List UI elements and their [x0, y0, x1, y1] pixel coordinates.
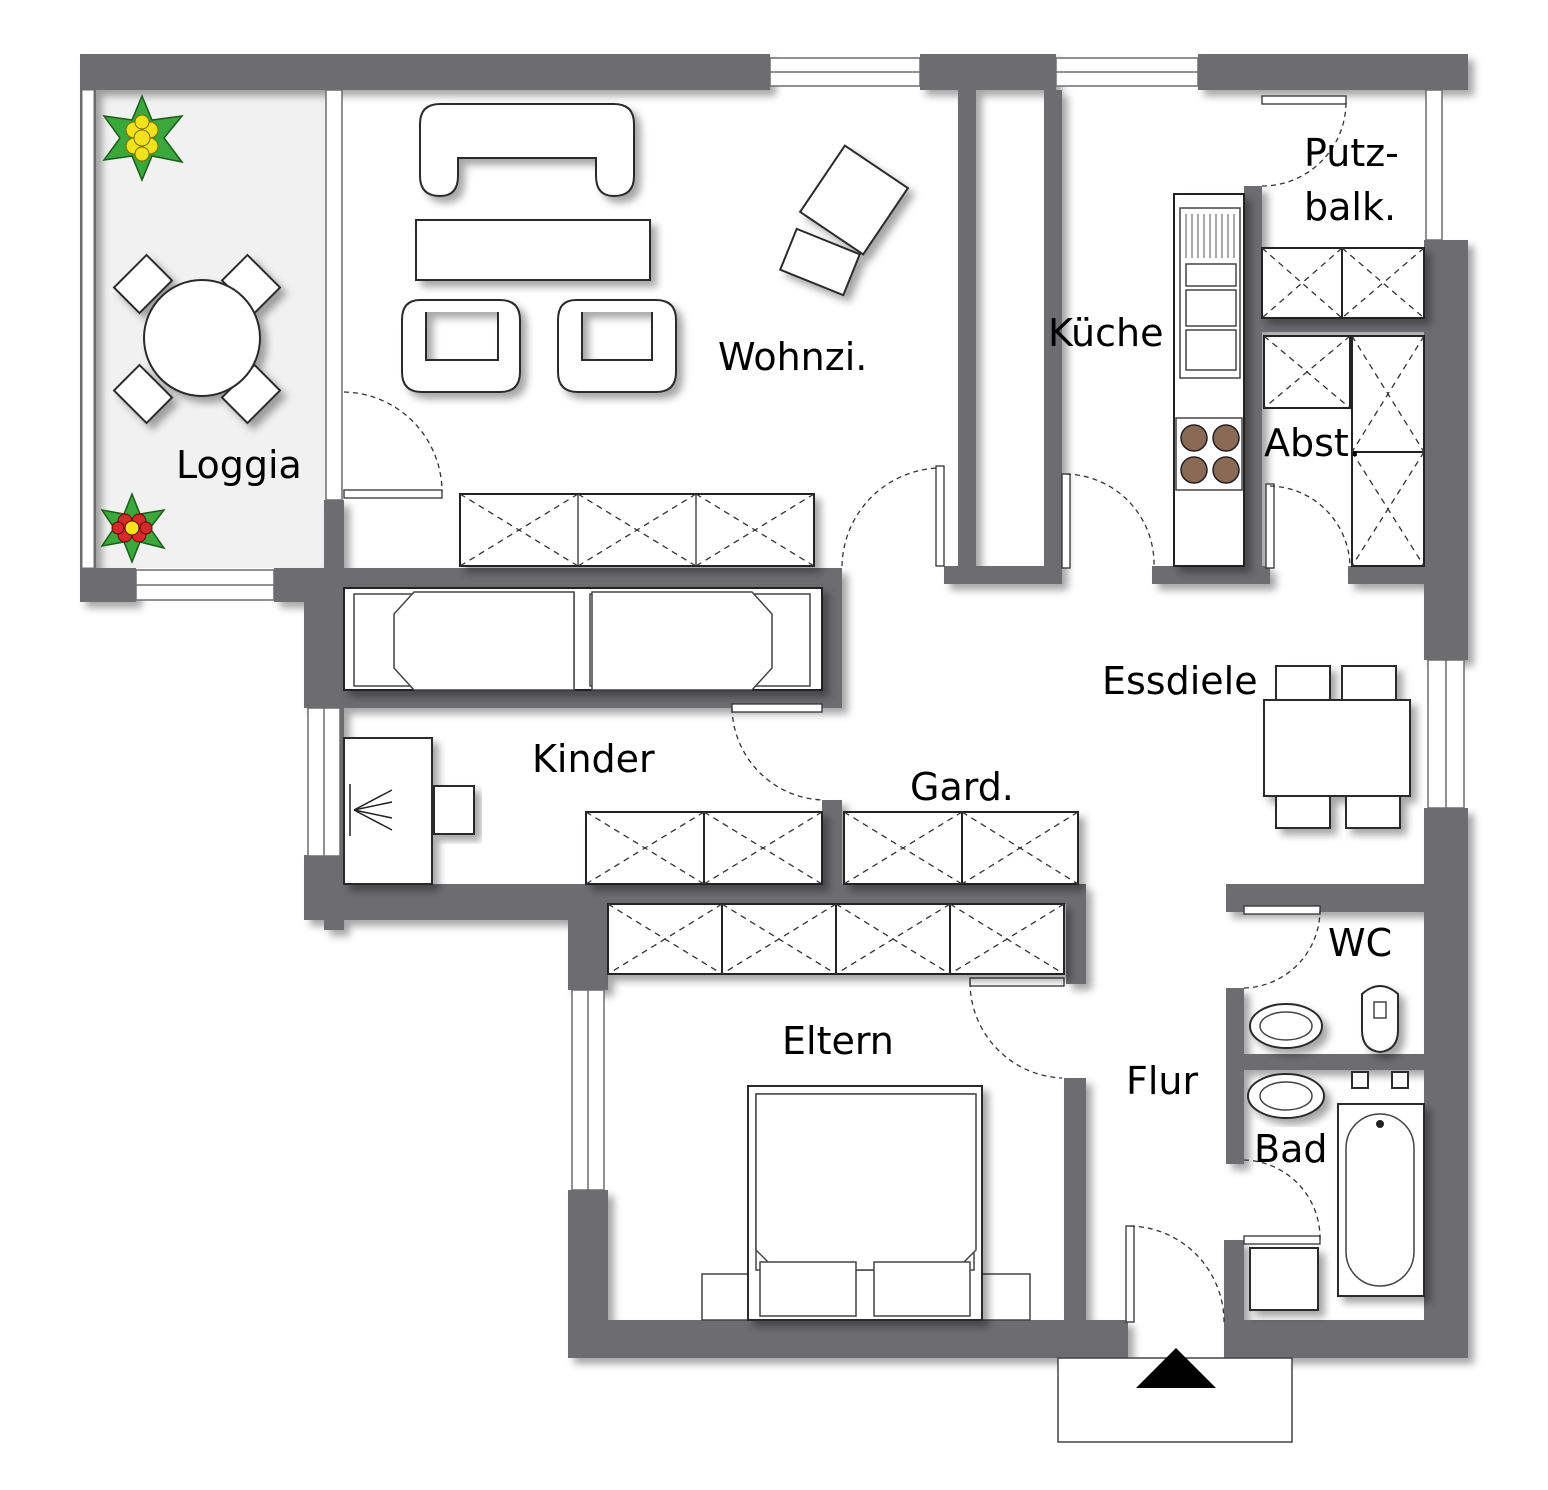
- windows: [81, 57, 1465, 1191]
- plant-yellow-icon: [102, 94, 184, 182]
- plant-red-icon: [100, 491, 166, 565]
- label-wc: WC: [1328, 921, 1392, 965]
- sofa: [419, 103, 635, 198]
- coffee-table: [415, 219, 651, 281]
- hob-plate-icon: [1212, 456, 1240, 484]
- label-essdiele: Essdiele: [1102, 659, 1258, 703]
- label-putzbalkon-1: Putz-: [1304, 131, 1399, 175]
- label-flur: Flur: [1126, 1059, 1198, 1103]
- entrance: [1057, 1348, 1293, 1443]
- hob-plate-icon: [1180, 456, 1208, 484]
- label-wohnzimmer: Wohnzi.: [718, 335, 867, 379]
- loggia-table-set: [112, 253, 282, 425]
- desk-chair: [433, 785, 475, 835]
- label-kueche: Küche: [1048, 311, 1163, 355]
- label-loggia: Loggia: [176, 443, 302, 487]
- bathroom-fixtures: [1247, 1071, 1425, 1311]
- label-eltern: Eltern: [782, 1019, 894, 1063]
- label-kinder: Kinder: [532, 737, 655, 781]
- sideboard-cells: [459, 493, 815, 567]
- label-garderobe: Gard.: [910, 765, 1014, 809]
- label-bad: Bad: [1254, 1127, 1327, 1171]
- armchair-right: [557, 299, 677, 393]
- room-labels: Loggia Wohnzi. Küche Putz- balk. Abst. E…: [176, 131, 1399, 1171]
- lounge-chair: [798, 144, 910, 256]
- double-bed: [701, 1085, 1031, 1321]
- wardrobe-kinder: [585, 811, 1079, 885]
- footrest: [778, 227, 862, 297]
- label-abstellraum: Abst.: [1264, 421, 1361, 465]
- kitchen-counter: [1173, 193, 1245, 567]
- dining-set: [1263, 665, 1411, 829]
- kinder-furniture: [343, 587, 823, 885]
- washing-machine: [1249, 1247, 1319, 1311]
- wardrobe-eltern: [607, 903, 1065, 975]
- doors: [343, 95, 1351, 1323]
- hob-plate-icon: [1180, 424, 1208, 452]
- armchair-left: [401, 299, 521, 393]
- toilet: [1361, 985, 1399, 1054]
- desk-lamp-icon: [349, 784, 393, 836]
- entrance-arrow-icon: [1136, 1348, 1216, 1388]
- hob-plate-icon: [1212, 424, 1240, 452]
- wc-fixtures: [1249, 985, 1399, 1054]
- storage-cabinets: [1261, 247, 1425, 567]
- label-putzbalkon-2: balk.: [1304, 185, 1396, 229]
